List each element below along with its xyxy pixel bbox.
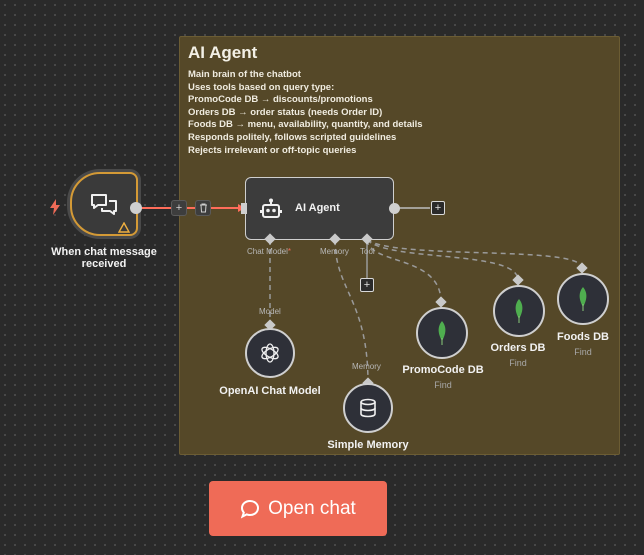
- orders-db-node[interactable]: [493, 285, 545, 337]
- add-symbol: +: [175, 201, 183, 214]
- robot-icon: [260, 198, 282, 225]
- required-mark: *: [287, 247, 292, 256]
- trigger-output-port[interactable]: [130, 202, 142, 214]
- orders-db-label: Orders DB: [490, 342, 546, 354]
- promocode-db-sub: Find: [434, 380, 452, 390]
- openai-port-label: Model: [259, 307, 281, 316]
- trigger-bolt-icon: [50, 199, 60, 220]
- trigger-label: When chat message received: [34, 246, 174, 270]
- sticky-note-line: Foods DB → menu, availability, quantity,…: [188, 119, 423, 131]
- agent-input-port[interactable]: [241, 203, 247, 214]
- database-icon: [360, 398, 376, 418]
- sticky-note-line: PromoCode DB → discounts/promotions: [188, 94, 373, 106]
- openai-chat-model-node[interactable]: [245, 328, 295, 378]
- openai-icon: [261, 343, 279, 363]
- simple-memory-node[interactable]: [343, 383, 393, 433]
- open-chat-label: Open chat: [268, 497, 356, 519]
- add-symbol: +: [434, 201, 442, 214]
- chat-bubbles-icon: [90, 193, 118, 222]
- trash-icon: [199, 203, 207, 213]
- agent-output-add-button[interactable]: +: [431, 201, 445, 215]
- trigger-label-line1: When chat message: [51, 246, 157, 258]
- mongodb-leaf-icon: [515, 299, 523, 323]
- sticky-note-line: Uses tools based on query type:: [188, 81, 335, 93]
- simple-memory-label: Simple Memory: [327, 439, 409, 451]
- promocode-db-label: PromoCode DB: [402, 364, 484, 376]
- foods-db-label: Foods DB: [557, 331, 609, 343]
- sticky-note-body: Main brain of the chatbot Uses tools bas…: [188, 69, 423, 157]
- openai-chat-model-label: OpenAI Chat Model: [219, 385, 321, 397]
- sticky-note-title: AI Agent: [188, 43, 258, 62]
- tool-add-button[interactable]: +: [360, 278, 374, 292]
- open-chat-button[interactable]: Open chat: [209, 481, 387, 536]
- sticky-note-line: Main brain of the chatbot: [188, 69, 301, 80]
- warning-icon[interactable]: [117, 220, 131, 238]
- chat-model-port-text: Chat Model: [247, 247, 288, 256]
- trigger-label-line2: received: [81, 258, 127, 270]
- sticky-note-line: Orders DB → order status (needs Order ID…: [188, 106, 383, 118]
- agent-output-port[interactable]: [389, 203, 400, 214]
- foods-db-node[interactable]: [557, 273, 609, 325]
- memory-port-label: Memory: [320, 247, 349, 256]
- memory-node-port-label: Memory: [352, 362, 381, 371]
- promocode-db-node[interactable]: [416, 307, 468, 359]
- chat-trigger-node[interactable]: [70, 172, 138, 236]
- ai-agent-title: AI Agent: [295, 202, 340, 214]
- mongodb-leaf-icon: [579, 287, 587, 311]
- chat-bubble-icon: [240, 499, 260, 518]
- add-symbol: +: [363, 278, 371, 291]
- tool-port-label: Tool: [360, 247, 375, 256]
- orders-db-sub: Find: [509, 358, 527, 368]
- sticky-note-line: Rejects irrelevant or off-topic queries: [188, 144, 357, 156]
- connection-delete-button[interactable]: [195, 200, 211, 216]
- chat-model-port-label: Chat Model*: [247, 247, 291, 256]
- ai-agent-node[interactable]: AI Agent: [245, 177, 394, 240]
- sticky-note-line: Responds politely, follows scripted guid…: [188, 131, 397, 143]
- foods-db-sub: Find: [574, 347, 592, 357]
- mongodb-leaf-icon: [438, 321, 446, 345]
- connection-add-button[interactable]: +: [171, 200, 187, 216]
